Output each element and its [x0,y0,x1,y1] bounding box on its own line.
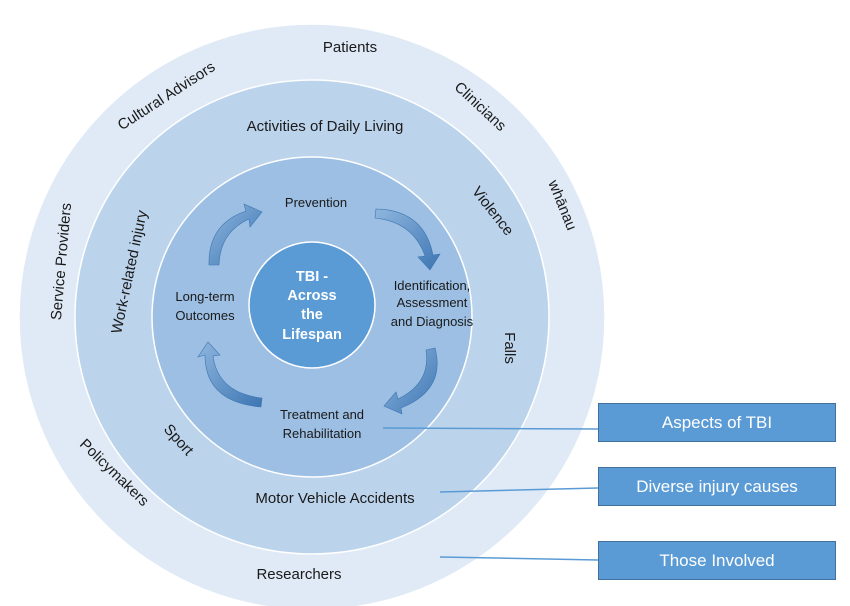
aspect-prevention: Prevention [285,195,347,210]
center-circle [248,241,376,369]
aspect-identification-line-2: Assessment [397,295,468,310]
leader-line-aspects [382,427,599,430]
leader-line-causes [439,487,599,493]
legend-aspects-of-tbi: Aspects of TBI [598,403,836,442]
leader-line-involved [439,556,599,561]
aspect-identification-line-1: Identification, [394,278,471,293]
center-title-line-4: Lifespan [282,327,342,343]
cause-falls: Falls [501,332,518,364]
aspect-treatment-line-1: Treatment and [280,407,364,422]
cycle-arrow-bottom-left [197,341,263,408]
legend-diverse-injury-causes: Diverse injury causes [598,467,836,506]
aspect-identification-line-3: and Diagnosis [391,314,474,329]
cause-activities-of-daily-living: Activities of Daily Living [247,118,404,135]
aspect-outcomes-line-1: Long-term [175,289,234,304]
aspect-outcomes-line-2: Outcomes [175,308,235,323]
aspect-treatment-line-2: Rehabilitation [283,426,362,441]
center-title-line-3: the [301,307,323,323]
involved-researchers: Researchers [256,566,341,583]
legend-those-involved: Those Involved [598,541,836,580]
center-title-line-2: Across [287,288,336,304]
cycle-arrow-bottom-right [383,347,438,415]
cycle-arrow-top-left [208,203,263,266]
cause-motor-vehicle-accidents: Motor Vehicle Accidents [255,490,414,507]
center-title-line-1: TBI - [296,269,328,285]
cycle-arrow-top-right [374,208,441,271]
involved-patients: Patients [323,39,377,56]
